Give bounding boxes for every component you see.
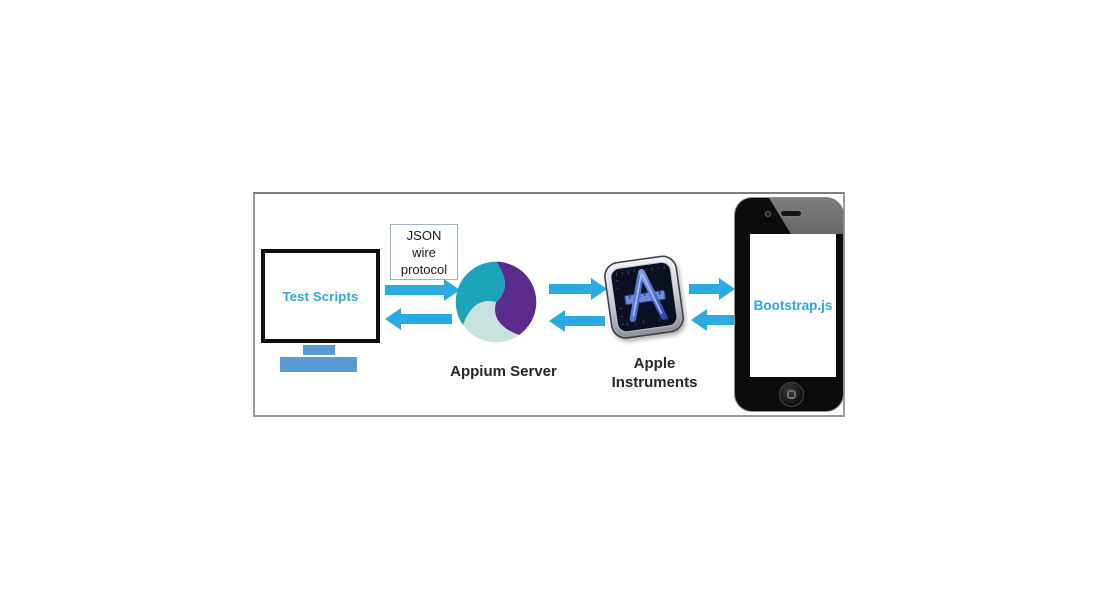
arrow-right-icon (689, 278, 735, 300)
iphone-earpiece-icon (780, 210, 802, 217)
appium-logo-icon (455, 261, 537, 343)
arrow-right-icon (549, 278, 607, 300)
iphone-icon: Bootstrap.js (735, 198, 843, 411)
arrow-left-icon (385, 308, 452, 330)
test-scripts-label: Test Scripts (282, 288, 359, 304)
apple-instruments-label: Apple Instruments (611, 355, 698, 391)
bootstrap-js-label: Bootstrap.js (753, 298, 833, 313)
json-wire-protocol-label: JSON wire protocol (400, 227, 448, 277)
iphone-camera-icon (765, 211, 771, 217)
iphone-screen: Bootstrap.js (750, 234, 836, 377)
iphone-home-button-icon (779, 382, 804, 407)
arrow-left-icon (549, 310, 605, 332)
monitor-stand-base (280, 357, 357, 372)
appium-server-label: Appium Server (450, 363, 557, 380)
home-button-square-icon (787, 390, 796, 399)
monitor-stand-neck (303, 345, 335, 355)
arrow-left-icon (691, 309, 735, 331)
instruments-app-icon (604, 255, 684, 339)
monitor-icon: Test Scripts (261, 249, 380, 343)
arrow-right-icon (385, 279, 460, 301)
appium-architecture-diagram: Test Scripts JSON wire protocol Appium S… (253, 192, 845, 417)
json-wire-protocol-box: JSON wire protocol (390, 224, 458, 280)
